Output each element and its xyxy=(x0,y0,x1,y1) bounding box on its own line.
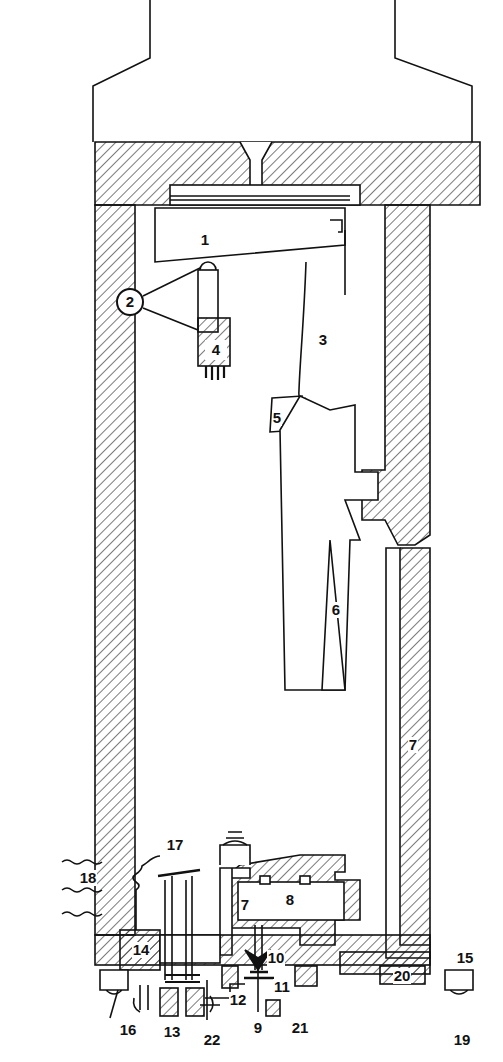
callout-number: 1 xyxy=(200,232,210,248)
callout-number: 14 xyxy=(132,942,151,958)
callout-number: 7 xyxy=(240,897,250,913)
callout-number: 20 xyxy=(393,968,412,984)
callout-number: 3 xyxy=(318,332,328,348)
callout-circle: 2 xyxy=(116,288,144,316)
callout-number: 10 xyxy=(267,950,286,966)
callout-number: 21 xyxy=(291,1020,310,1036)
callout-number: 11 xyxy=(273,979,291,995)
callout-number: 22 xyxy=(203,1032,222,1048)
callout-number: 2 xyxy=(126,294,134,310)
callout-number: 13 xyxy=(163,1024,182,1040)
callout-number: 6 xyxy=(331,602,341,618)
callout-number: 15 xyxy=(456,950,475,966)
callout-number: 7 xyxy=(408,737,418,753)
callout-number: 16 xyxy=(119,1022,138,1038)
callout-number: 17 xyxy=(166,837,185,853)
callout-number: 12 xyxy=(229,992,248,1008)
callout-number: 18 xyxy=(79,870,98,886)
callout-number: 4 xyxy=(211,342,221,358)
callout-number: 8 xyxy=(285,892,295,908)
callout-number: 5 xyxy=(272,410,282,426)
callout-number: 19 xyxy=(453,1032,472,1048)
callout-number: 9 xyxy=(253,1020,263,1036)
